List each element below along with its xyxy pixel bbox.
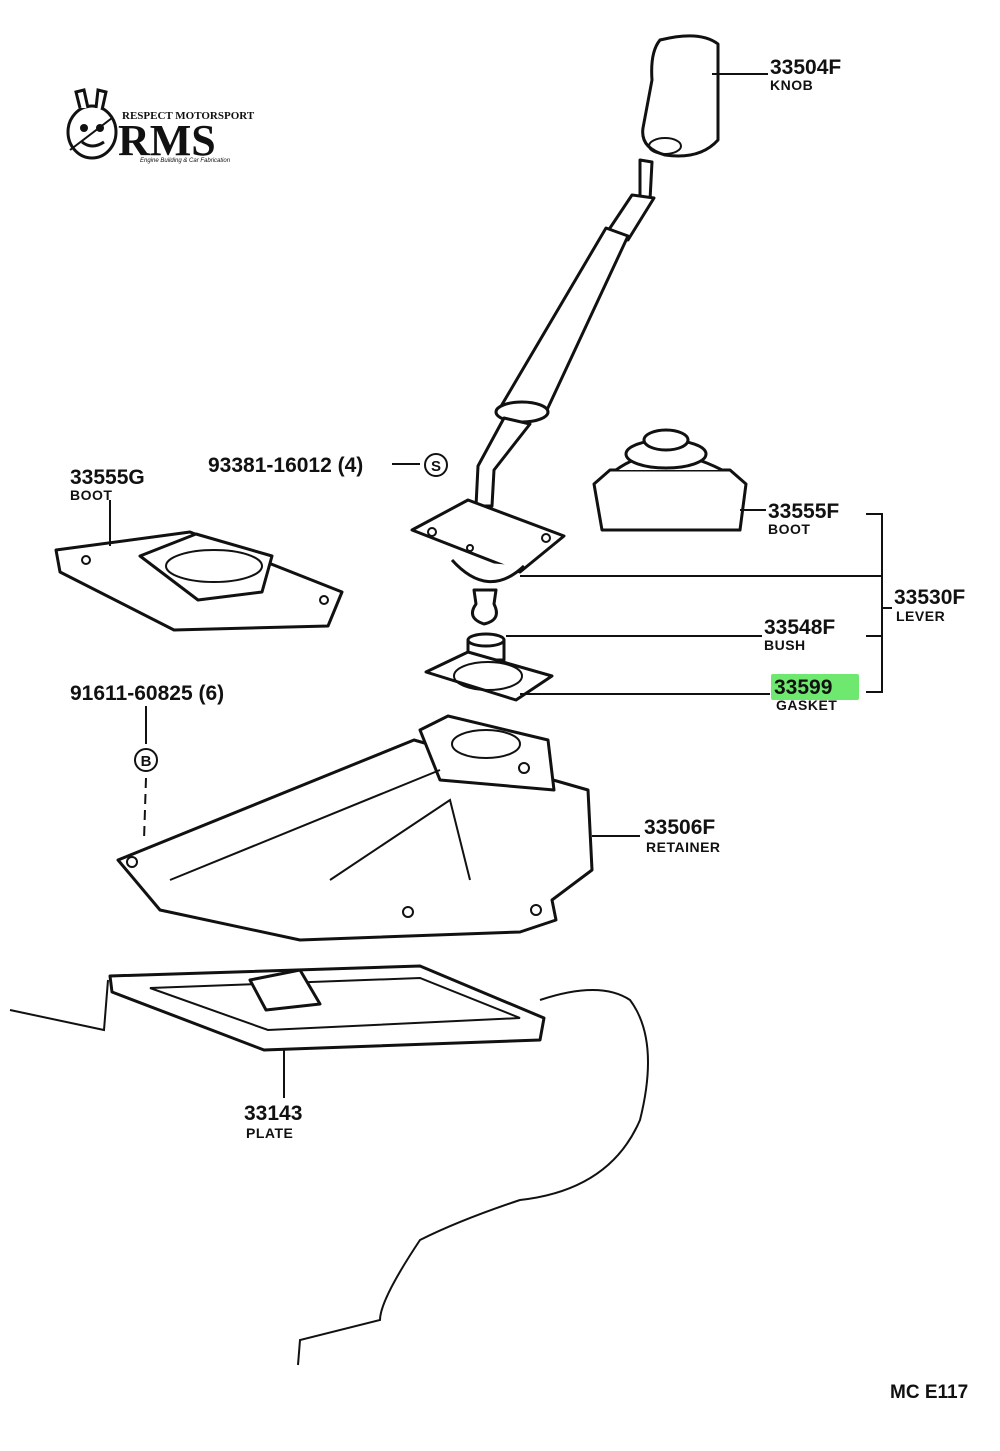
rabbit-mascot-icon xyxy=(66,88,118,160)
retainer-part-number: 33506F xyxy=(644,816,715,839)
retainer-part xyxy=(116,714,594,942)
gasket-highlight xyxy=(771,674,859,700)
transmission-outline xyxy=(9,979,649,1366)
boot-g-part-number: 33555G xyxy=(70,466,145,489)
diagram-code: MC E117 xyxy=(890,1382,968,1403)
boot-f-part-number: 33555F xyxy=(768,500,839,523)
boot-g-part xyxy=(54,530,344,632)
plate-part xyxy=(108,964,546,1052)
lever-part-number: 33530F xyxy=(894,586,965,609)
bush-part-number: 33548F xyxy=(764,616,835,639)
boot-f-part-name: BOOT xyxy=(768,521,810,537)
logo-sub-text: Engine Building & Car Fabrication xyxy=(140,158,231,164)
logo-main-text: RMS xyxy=(118,116,216,165)
shift-lever-part xyxy=(410,158,656,626)
rms-logo: RESPECT MOTORSPORT RMS Engine Building &… xyxy=(66,88,255,165)
plate-part-name: PLATE xyxy=(246,1125,293,1141)
knob-part-name: KNOB xyxy=(770,77,813,93)
knob-part-number: 33504F xyxy=(770,56,841,79)
plate-part-number: 33143 xyxy=(244,1102,302,1125)
lever-part-name: LEVER xyxy=(896,608,945,624)
svg-text:B: B xyxy=(141,753,152,770)
gasket-part xyxy=(424,650,554,702)
logo-top-text: RESPECT MOTORSPORT xyxy=(122,110,255,122)
bush-part-name: BUSH xyxy=(764,637,806,653)
bush-part xyxy=(466,632,506,662)
knob-part xyxy=(641,34,720,158)
bolt-b-marker: B xyxy=(134,748,158,772)
bolt-b-part-number: 91611-60825 (6) xyxy=(70,682,224,705)
gasket-part-number: 33599 xyxy=(774,676,832,699)
svg-text:S: S xyxy=(431,458,441,475)
boot-f-part xyxy=(592,428,748,532)
gasket-part-name: GASKET xyxy=(776,697,837,713)
retainer-part-name: RETAINER xyxy=(646,839,721,855)
boot-g-part-name: BOOT xyxy=(70,487,112,503)
leader-lines xyxy=(109,73,892,1098)
bolt-s-part-number: 93381-16012 (4) xyxy=(208,454,363,477)
bolt-s-marker: S xyxy=(424,453,448,477)
